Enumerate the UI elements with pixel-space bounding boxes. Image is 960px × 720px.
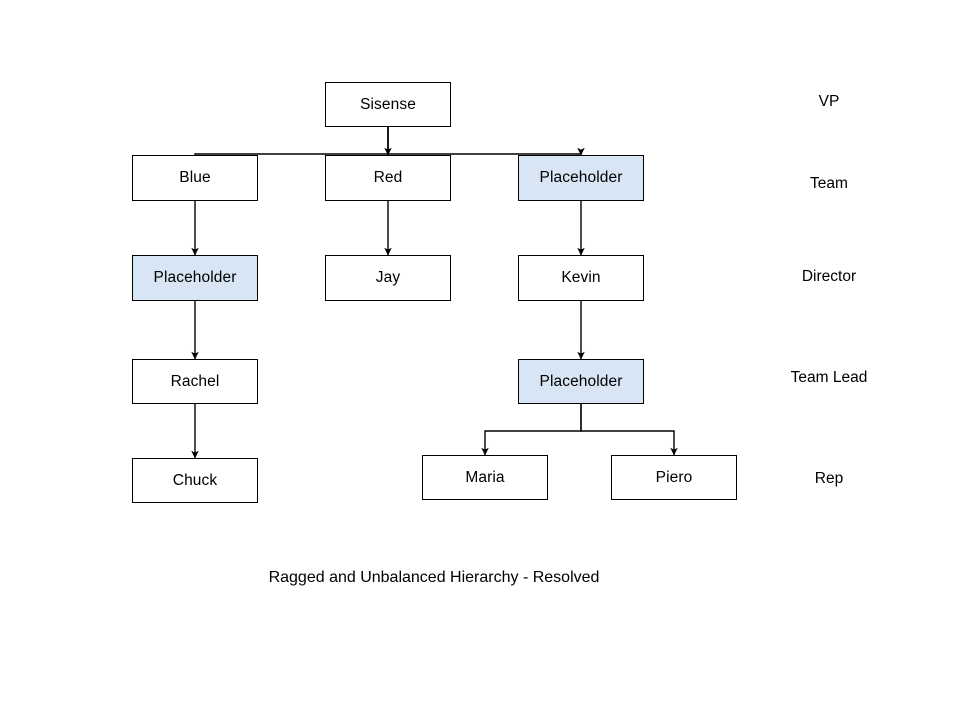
edge-sisense-to-ph_team xyxy=(387,127,585,156)
node-label: Placeholder xyxy=(539,372,623,390)
level-label-rep: Rep xyxy=(814,470,844,487)
node-label: Placeholder xyxy=(539,169,623,187)
node-label: Chuck xyxy=(172,471,218,489)
node-chuck[interactable]: Chuck xyxy=(132,458,258,503)
node-sisense[interactable]: Sisense xyxy=(325,82,451,127)
node-piero[interactable]: Piero xyxy=(611,455,737,500)
node-rachel[interactable]: Rachel xyxy=(132,359,258,404)
level-label-team: Team xyxy=(810,175,848,192)
node-label: Jay xyxy=(375,269,401,287)
edge-ph_teamlead-to-piero xyxy=(580,404,678,456)
level-label-team-lead: Team Lead xyxy=(790,369,868,386)
edge-ph_teamlead-to-maria xyxy=(481,404,582,456)
node-label: Blue xyxy=(179,169,211,187)
node-red[interactable]: Red xyxy=(325,155,451,201)
node-maria[interactable]: Maria xyxy=(422,455,548,500)
level-label-director: Director xyxy=(801,268,857,285)
node-label: Maria xyxy=(465,468,505,486)
node-label: Kevin xyxy=(561,269,601,287)
node-label: Piero xyxy=(655,468,693,486)
chart-caption: Ragged and Unbalanced Hierarchy - Resolv… xyxy=(268,569,600,586)
node-ph_director[interactable]: Placeholder xyxy=(132,255,258,301)
node-label: Placeholder xyxy=(153,269,237,287)
node-ph_team[interactable]: Placeholder xyxy=(518,155,644,201)
node-label: Rachel xyxy=(170,372,220,390)
level-label-vp: VP xyxy=(818,93,840,110)
node-ph_teamlead[interactable]: Placeholder xyxy=(518,359,644,404)
node-label: Red xyxy=(373,169,403,187)
node-kevin[interactable]: Kevin xyxy=(518,255,644,301)
node-label: Sisense xyxy=(360,95,416,113)
edge-sisense-to-blue xyxy=(194,127,389,155)
node-blue[interactable]: Blue xyxy=(132,155,258,201)
node-jay[interactable]: Jay xyxy=(325,255,451,301)
